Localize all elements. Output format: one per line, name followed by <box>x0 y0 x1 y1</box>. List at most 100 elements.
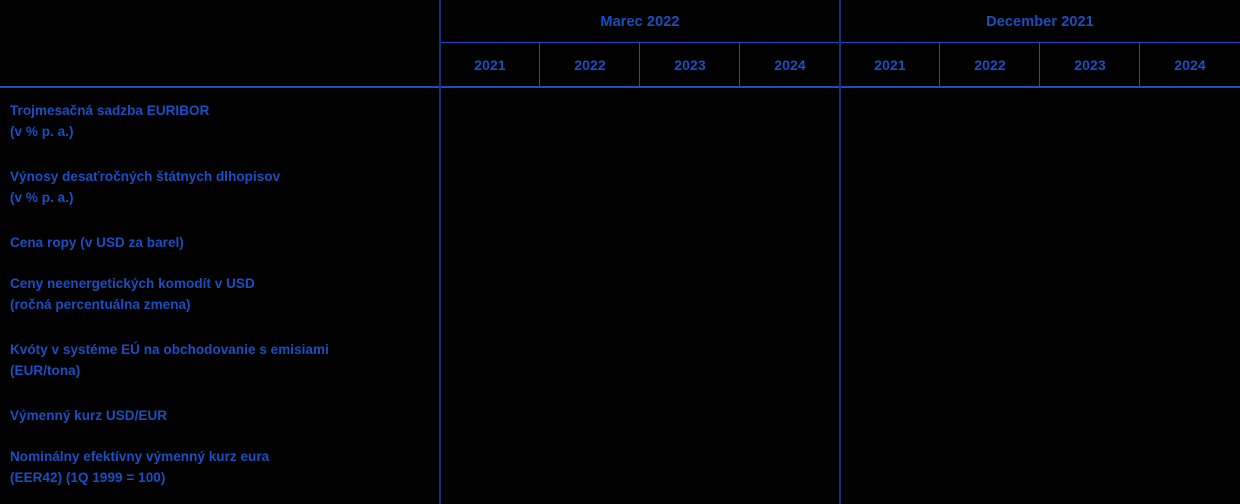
data-cell <box>540 274 640 315</box>
data-cell <box>740 101 840 142</box>
data-cell <box>540 233 640 254</box>
row-label-line1: Výnosy desaťročných štátnych dlhopisov <box>10 169 281 184</box>
table-row: Trojmesačná sadzba EURIBOR (v % p. a.) <box>0 101 1240 142</box>
header-bottom-rule <box>0 86 1240 88</box>
year-column-divider-3 <box>739 43 740 87</box>
data-cell <box>640 447 740 488</box>
year-column-divider-6 <box>1139 43 1140 87</box>
year-row-spacer <box>0 43 440 86</box>
data-cell <box>840 406 940 427</box>
year-column-divider-2 <box>639 43 640 87</box>
data-cell <box>740 340 840 381</box>
data-cell <box>640 167 740 208</box>
year-header-row: 2021 2022 2023 2024 2021 2022 2023 2024 <box>0 43 1240 86</box>
row-label-line1: Cena ropy (v USD za barel) <box>10 235 184 250</box>
data-cell <box>1140 167 1240 208</box>
data-cell <box>1040 447 1140 488</box>
data-cell <box>1140 340 1240 381</box>
column-group-december-2021: December 2021 <box>986 13 1094 30</box>
table-row: Nominálny efektívny výmenný kurz eura (E… <box>0 447 1240 488</box>
data-cell <box>840 167 940 208</box>
data-cell <box>640 340 740 381</box>
table-header: Marec 2022 December 2021 2021 2022 2023 … <box>0 0 1240 87</box>
data-cell <box>440 233 540 254</box>
data-cell <box>740 274 840 315</box>
data-cell <box>640 274 740 315</box>
data-cell <box>440 406 540 427</box>
row-label-non-energy-commodities: Ceny neenergetických komodít v USD (ročn… <box>0 274 440 315</box>
table-row: Cena ropy (v USD za barel) <box>0 233 1240 254</box>
year-header-marec-2022: 2022 <box>574 56 606 73</box>
row-label-line2: (EUR/tona) <box>10 362 81 378</box>
data-cell <box>940 406 1040 427</box>
row-label-euribor: Trojmesačná sadzba EURIBOR (v % p. a.) <box>0 101 440 142</box>
data-cell <box>1140 233 1240 254</box>
row-label-line1: Nominálny efektívny výmenný kurz eura <box>10 449 270 464</box>
data-cell <box>540 340 640 381</box>
data-cell <box>1040 340 1140 381</box>
row-label-line2: (EER42) (1Q 1999 = 100) <box>10 469 166 485</box>
data-cell <box>840 101 940 142</box>
table-row: Výmenný kurz USD/EUR <box>0 406 1240 427</box>
row-label-oil-price: Cena ropy (v USD za barel) <box>0 233 440 254</box>
row-label-line1: Výmenný kurz USD/EUR <box>10 408 168 423</box>
data-cell <box>440 340 540 381</box>
data-cell <box>740 233 840 254</box>
row-label-bond-yields: Výnosy desaťročných štátnych dlhopisov (… <box>0 167 440 208</box>
year-header-marec-2021: 2021 <box>474 56 506 73</box>
year-header-december-2023: 2023 <box>1074 56 1106 73</box>
data-cell <box>440 447 540 488</box>
row-label-eu-ets-allowances: Kvóty v systéme EÚ na obchodovanie s emi… <box>0 340 440 381</box>
data-cell <box>640 406 740 427</box>
data-cell <box>1040 167 1140 208</box>
data-cell <box>940 447 1040 488</box>
row-label-nominal-effective-exchange-rate: Nominálny efektívny výmenný kurz eura (E… <box>0 447 440 488</box>
row-label-usd-eur-exchange-rate: Výmenný kurz USD/EUR <box>0 406 440 427</box>
data-cell <box>540 167 640 208</box>
header-corner-spacer <box>0 0 440 43</box>
table-row: Kvóty v systéme EÚ na obchodovanie s emi… <box>0 340 1240 381</box>
data-cell <box>1140 101 1240 142</box>
data-cell <box>1040 274 1140 315</box>
year-header-marec-2024: 2024 <box>774 56 806 73</box>
data-cell <box>840 233 940 254</box>
data-cell <box>440 274 540 315</box>
year-header-december-2022: 2022 <box>974 56 1006 73</box>
data-cell <box>840 447 940 488</box>
row-label-line2: (ročná percentuálna zmena) <box>10 296 191 312</box>
data-cell <box>940 167 1040 208</box>
row-label-line1: Trojmesačná sadzba EURIBOR <box>10 103 210 118</box>
year-column-divider-1 <box>539 43 540 87</box>
data-cell <box>740 406 840 427</box>
row-label-line1: Ceny neenergetických komodít v USD <box>10 276 255 291</box>
data-cell <box>1140 447 1240 488</box>
year-column-divider-5 <box>1039 43 1040 87</box>
year-header-december-2021: 2021 <box>874 56 906 73</box>
row-label-line2: (v % p. a.) <box>10 123 74 139</box>
data-cell <box>1040 101 1140 142</box>
row-label-line2: (v % p. a.) <box>10 189 74 205</box>
column-group-row: Marec 2022 December 2021 <box>0 0 1240 43</box>
year-column-divider-4 <box>939 43 940 87</box>
table-body: Trojmesačná sadzba EURIBOR (v % p. a.) V… <box>0 88 1240 504</box>
data-cell <box>1040 406 1140 427</box>
year-header-marec-2023: 2023 <box>674 56 706 73</box>
table-row: Ceny neenergetických komodít v USD (ročn… <box>0 274 1240 315</box>
data-cell <box>440 101 540 142</box>
table-row: Výnosy desaťročných štátnych dlhopisov (… <box>0 167 1240 208</box>
data-cell <box>940 101 1040 142</box>
column-group-marec-2022: Marec 2022 <box>600 13 680 30</box>
data-cell <box>440 167 540 208</box>
data-cell <box>640 233 740 254</box>
data-cell <box>640 101 740 142</box>
column-group-divider <box>839 0 841 504</box>
data-cell <box>740 167 840 208</box>
data-cell <box>740 447 840 488</box>
data-cell <box>840 340 940 381</box>
data-cell <box>940 274 1040 315</box>
row-label-line1: Kvóty v systéme EÚ na obchodovanie s emi… <box>10 342 329 357</box>
data-cell <box>1140 406 1240 427</box>
data-cell <box>540 406 640 427</box>
data-cell <box>1040 233 1140 254</box>
